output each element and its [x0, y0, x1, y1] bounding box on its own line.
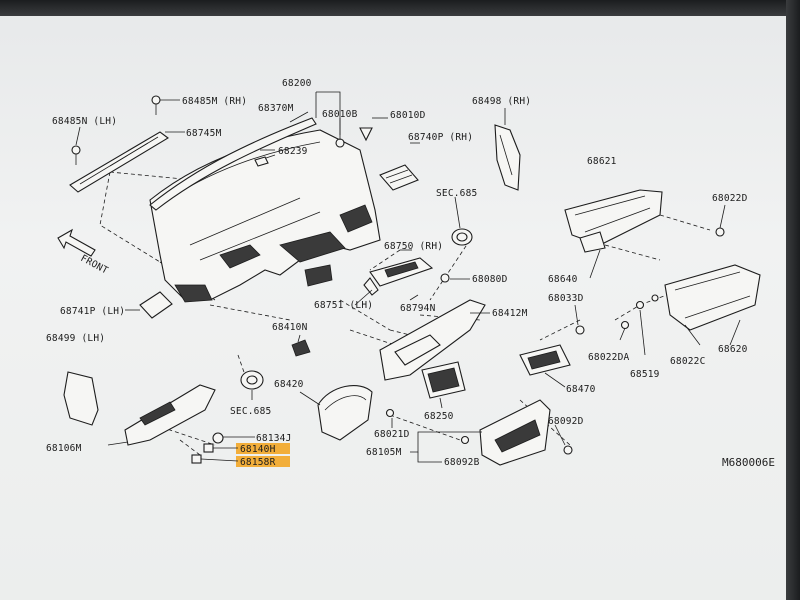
label-68485N: 68485N (LH) — [52, 116, 117, 127]
defroster-grille-68745M — [69, 131, 169, 193]
diagram-code: M680006E — [722, 456, 775, 469]
label-68106M: 68106M — [46, 443, 82, 454]
label-68370M: 68370M — [258, 103, 294, 114]
monitor-bezel-right — [786, 0, 800, 600]
label-68621: 68621 — [587, 156, 617, 167]
panel-68470 — [519, 344, 571, 376]
label-68033D: 68033D — [548, 293, 584, 304]
vent-68741P — [139, 291, 173, 319]
label-68410N: 68410N — [272, 322, 308, 333]
side-panel-68498 — [494, 124, 521, 191]
label-68239: 68239 — [278, 146, 308, 157]
label-68022D: 68022D — [712, 193, 748, 204]
label-68519: 68519 — [630, 369, 660, 380]
center-vent-68750 — [363, 257, 450, 296]
highlight-68158R — [236, 456, 290, 467]
label-68022C: 68022C — [670, 356, 706, 367]
label-sec685-bottom: SEC.685 — [230, 406, 271, 417]
label-68794N: 68794N — [400, 303, 436, 314]
label-68092B: 68092B — [444, 457, 480, 468]
label-68021D: 68021D — [374, 429, 410, 440]
switch-68410N — [291, 339, 311, 357]
label-68010D: 68010D — [390, 110, 426, 121]
label-68745M: 68745M — [186, 128, 222, 139]
knee-panel-68105M — [479, 399, 551, 466]
glove-box-lid-68621 — [564, 189, 663, 253]
label-68010B: 68010B — [322, 109, 358, 120]
sec685-ring-top — [451, 228, 473, 246]
upper-strip-68370M — [149, 117, 317, 211]
label-68200: 68200 — [282, 78, 312, 89]
glove-box-bin-68620 — [664, 264, 761, 331]
label-68751: 68751 (LH) — [314, 300, 373, 311]
label-68741P: 68741P (LH) — [60, 306, 125, 317]
monitor-bezel-top — [0, 0, 800, 16]
lower-cover-68412M — [379, 299, 486, 381]
small-parts — [191, 432, 224, 464]
clips-misc — [385, 227, 725, 455]
front-label: FRONT — [79, 253, 110, 277]
label-68470: 68470 — [566, 384, 596, 395]
label-68485M: 68485M (RH) — [182, 96, 247, 107]
label-68250: 68250 — [424, 411, 454, 422]
side-panel-68499 — [63, 371, 99, 426]
label-68740P: 68740P (RH) — [408, 132, 473, 143]
vent-68740P — [379, 164, 419, 191]
instrument-panel-68200 — [149, 129, 381, 303]
label-68620: 68620 — [718, 344, 748, 355]
label-68750: 68750 (RH) — [384, 241, 443, 252]
label-68499: 68499 (LH) — [46, 333, 105, 344]
label-sec685-top: SEC.685 — [436, 188, 477, 199]
sec685-ring-bottom — [240, 370, 264, 390]
label-68498: 68498 (RH) — [472, 96, 531, 107]
label-68092D: 68092D — [548, 416, 584, 427]
label-leaders — [75, 91, 741, 463]
label-68105M: 68105M — [366, 447, 402, 458]
label-68412M: 68412M — [492, 308, 528, 319]
label-68420: 68420 — [274, 379, 304, 390]
label-68640: 68640 — [548, 274, 578, 285]
label-68140H: 68140H — [240, 444, 276, 455]
lower-cover-68106M — [124, 384, 216, 446]
label-68080D: 68080D — [472, 274, 508, 285]
label-68134J: 68134J — [256, 433, 292, 444]
clips — [71, 95, 373, 167]
label-68158R: 68158R — [240, 457, 276, 468]
label-68022DA: 68022DA — [588, 352, 630, 363]
display-68250 — [421, 361, 466, 399]
highlight-68140H — [236, 443, 290, 454]
cluster-lid-68420 — [317, 385, 373, 441]
front-arrow: FRONT — [57, 228, 110, 277]
part-labels: 68200 68485M (RH) 68370M 68010B 68010D 6… — [46, 78, 775, 469]
